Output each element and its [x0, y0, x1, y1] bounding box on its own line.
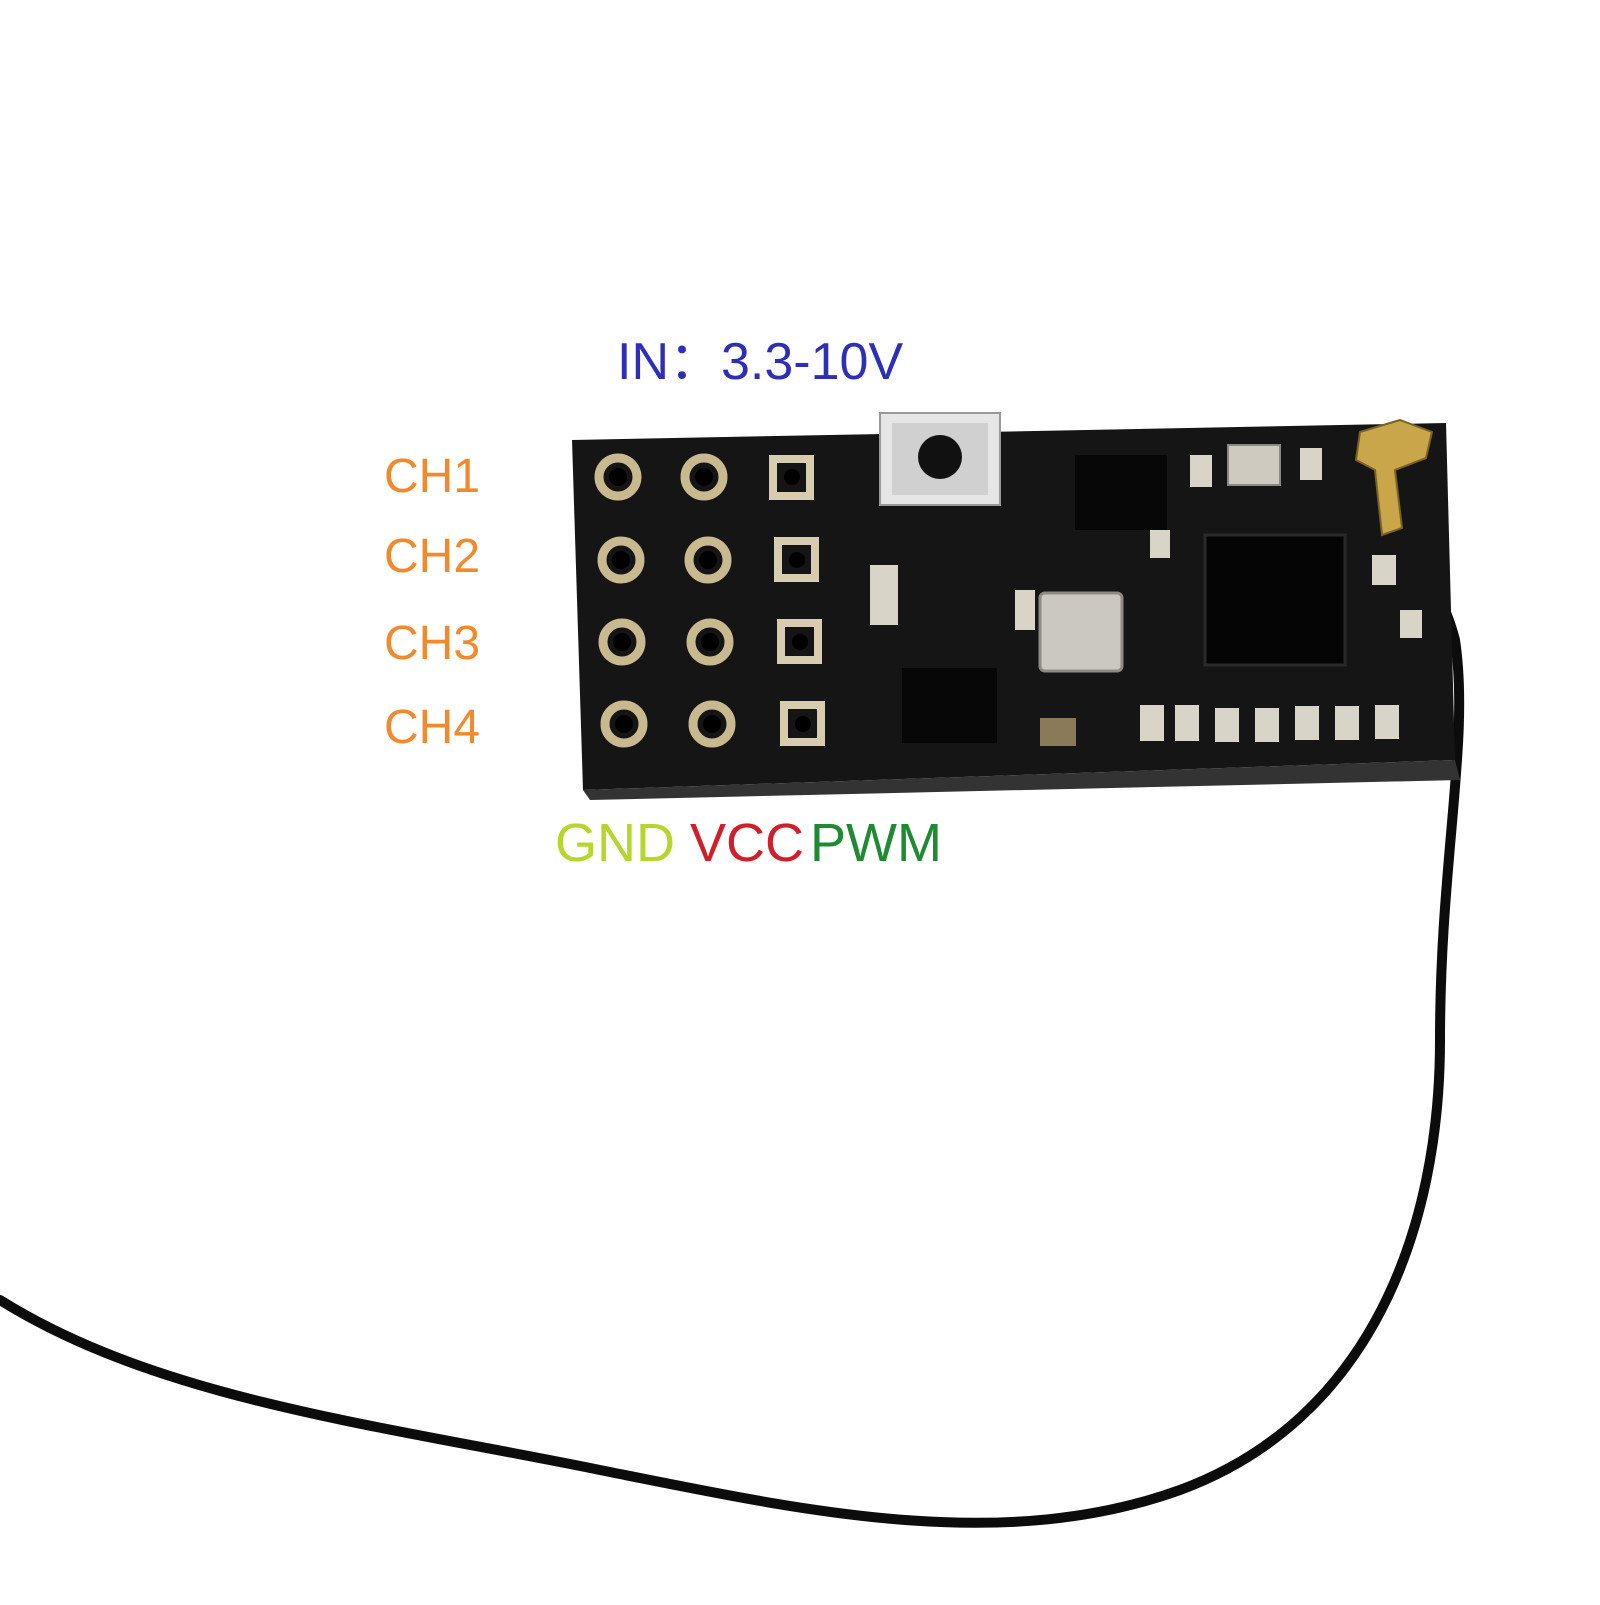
- receiver-board: [572, 412, 1460, 800]
- channel-label-ch4: CH4: [384, 701, 481, 754]
- bind-button: [879, 412, 1001, 506]
- crystal-component: [1038, 591, 1124, 673]
- pin-label-pwm: PWM: [810, 813, 942, 873]
- main-chip: [1203, 533, 1347, 667]
- channel-label-ch3: CH3: [384, 617, 481, 670]
- input-voltage-label: IN：3.3-10V: [617, 333, 904, 391]
- led-component: [1227, 444, 1281, 486]
- regulator-chip: [1075, 455, 1167, 530]
- pin-label-gnd: GND: [555, 813, 675, 873]
- channel-label-ch2: CH2: [384, 530, 481, 583]
- regulator-chip: [902, 668, 997, 743]
- pin-header: [594, 453, 825, 748]
- antenna-wire: [0, 530, 1465, 1528]
- channel-label-ch1: CH1: [384, 450, 481, 503]
- antenna-connector: [1354, 418, 1434, 537]
- pin-label-vcc: VCC: [690, 813, 805, 873]
